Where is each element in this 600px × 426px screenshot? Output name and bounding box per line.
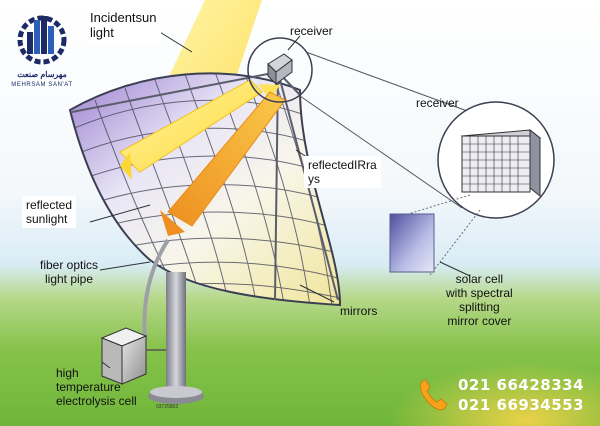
reflected-arrow-head-top	[258, 84, 280, 100]
label-receiver-right: receiver	[416, 96, 459, 110]
support-pole	[166, 272, 186, 392]
logo-name-persian: مهرسام صنعت	[17, 70, 67, 79]
label-reflected-sunlight: reflected sunlight	[22, 196, 77, 229]
logo-name-english: MEHRSAM SAN'AT	[11, 82, 73, 88]
serial-code: 03725803	[156, 404, 179, 410]
phone-number-2[interactable]: 021 66934553	[458, 396, 585, 414]
label-incident-sunlight: Incidentsun light	[86, 8, 161, 43]
label-fiber-optics: fiber optics light pipe	[40, 258, 99, 287]
background-glow	[300, 300, 600, 426]
fiber-optics-pipe	[142, 238, 170, 341]
phone-number-1[interactable]: 021 66428334	[458, 376, 585, 394]
label-reflected-ir-rays: reflectedIRra ys	[304, 156, 381, 189]
label-receiver-top: receiver	[290, 24, 333, 38]
zoom-connector-lines	[299, 51, 471, 209]
factory-gear-logo-icon	[17, 15, 67, 65]
receiver-zoom-circle	[437, 101, 555, 219]
reflected-sunlight-arrowhead	[120, 152, 132, 180]
label-mirrors: mirrors	[340, 304, 378, 318]
solar-cell-connector-lines	[404, 194, 481, 276]
contact-phones: 021 66428334 021 66934553	[416, 370, 596, 418]
label-solar-cell: solar cell with spectral splitting mirro…	[446, 272, 513, 329]
label-electrolysis-cell: high temperature electrolysis cell	[56, 366, 137, 409]
reflected-ir-beam	[167, 91, 286, 227]
electrolysis-cell-box	[100, 327, 166, 385]
receiver-detail-circle	[247, 37, 313, 103]
pole-base-top	[150, 386, 202, 398]
reflected-ir-arrowhead	[160, 210, 185, 236]
solar-cell-square	[389, 213, 435, 273]
reflected-sunlight-beam	[119, 79, 263, 173]
phone-icon	[420, 379, 448, 411]
